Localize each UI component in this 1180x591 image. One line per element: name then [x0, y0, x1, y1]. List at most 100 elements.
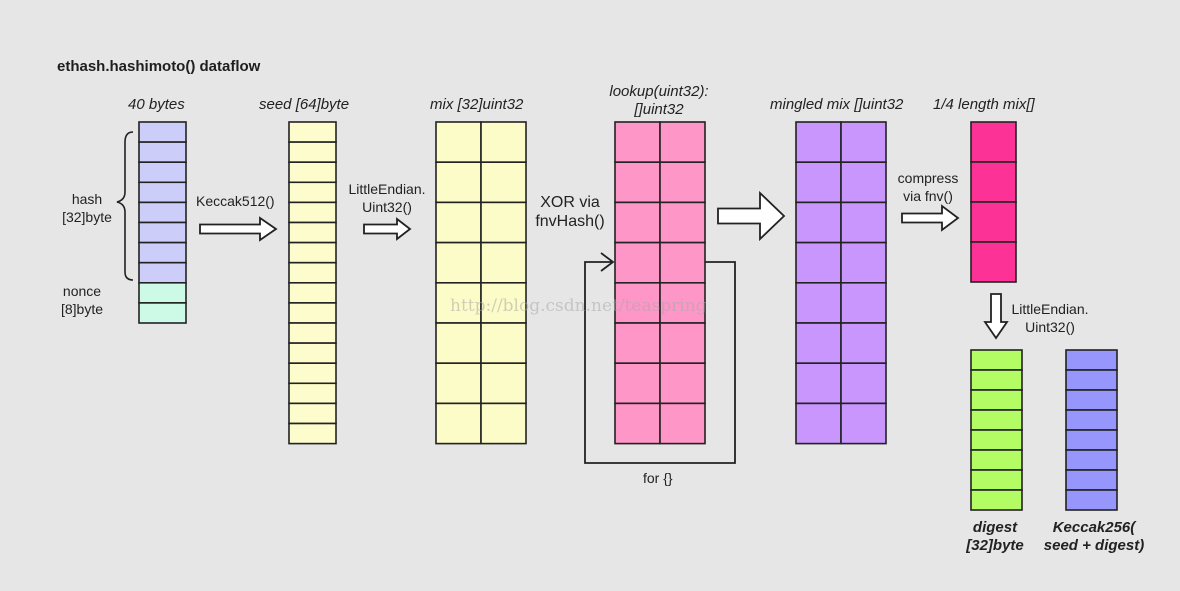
header-seed: seed [64]byte — [259, 96, 350, 113]
mingled-block-cell — [840, 241, 887, 284]
seed-block-cell — [288, 221, 337, 244]
mingled-block-cell — [795, 362, 842, 405]
hash-label: hash [32]byte — [52, 190, 122, 226]
result-block-cell — [1065, 389, 1118, 411]
mix-block-cell — [435, 241, 482, 284]
mix-block-cell — [480, 362, 527, 405]
mingled-block-cell — [795, 161, 842, 204]
seed-block-cell — [288, 261, 337, 284]
lookup-block-cell — [659, 121, 706, 164]
bytes40-block-cell — [138, 181, 187, 204]
xor-label-line1: XOR via — [540, 194, 600, 211]
mingled-block-cell — [795, 281, 842, 324]
lookup-block-cell — [614, 201, 661, 244]
lookup-block-cell — [614, 121, 661, 164]
for-loop-label: for {} — [643, 470, 673, 486]
seed-block-cell — [288, 322, 337, 344]
mix-block-cell — [480, 322, 527, 365]
mix-block-cell — [480, 241, 527, 284]
digest-block-cell — [970, 489, 1023, 511]
digest-block-cell — [970, 469, 1023, 491]
bytes40-block-cell — [138, 261, 187, 284]
nonce-label-line1: nonce — [62, 283, 102, 299]
bytes40-block-cell — [138, 161, 187, 184]
header-mingled-mix: mingled mix []uint32 — [770, 96, 904, 113]
xor-label-line2: fnvHash() — [535, 213, 605, 230]
bytes40-block-cell — [138, 201, 187, 224]
result-caption-line2: seed + digest) — [1043, 537, 1145, 554]
diagram-title: ethash.hashimoto() dataflow — [57, 58, 261, 75]
mix-block-cell — [480, 201, 527, 244]
mingled-block-cell — [840, 121, 887, 164]
digest-block-cell — [970, 369, 1023, 391]
seed-block-cell — [288, 402, 337, 425]
compress-label-line1: compress — [897, 170, 959, 186]
bytes40-block-cell — [138, 221, 187, 244]
lookup-block-cell — [659, 402, 706, 445]
mingled-block-cell — [840, 362, 887, 405]
compress-label-line2: via fnv() — [903, 188, 953, 204]
nonce-label-line2: [8]byte — [60, 301, 104, 317]
seed-block-cell — [288, 422, 337, 445]
result-block-cell — [1065, 369, 1118, 391]
little-endian-label-1-line1: LittleEndian. — [348, 181, 426, 197]
mix-block-cell — [480, 161, 527, 204]
mingled-block-cell — [795, 402, 842, 445]
seed-block-cell — [288, 382, 337, 405]
seed-block-cell — [288, 241, 337, 264]
digest-block-cell — [970, 449, 1023, 471]
seed-block-cell — [288, 141, 337, 164]
result-block-cell — [1065, 409, 1118, 431]
mingled-block-cell — [840, 201, 887, 244]
compress-label: compress via fnv() — [892, 169, 964, 205]
header-quarter-mix: 1/4 length mix[] — [933, 96, 1035, 113]
digest-block-cell — [970, 429, 1023, 451]
digest-block-cell — [970, 409, 1023, 431]
mingled-block-cell — [840, 161, 887, 204]
result-block-cell — [1065, 489, 1118, 511]
header-lookup-line1: lookup(uint32): — [609, 83, 709, 100]
quarter-mix-block-cell — [970, 201, 1017, 243]
seed-block-cell — [288, 302, 337, 324]
mix-block-cell — [435, 161, 482, 204]
mix-block-cell — [435, 402, 482, 445]
lookup-block-cell — [614, 402, 661, 445]
nonce-label: nonce [8]byte — [50, 282, 114, 318]
lookup-block-cell — [614, 281, 661, 324]
lookup-block-cell — [659, 201, 706, 244]
header-lookup-line2: []uint32 — [634, 101, 684, 118]
mingled-block-cell — [840, 281, 887, 324]
header-mix: mix [32]uint32 — [430, 96, 524, 113]
lookup-block-cell — [614, 322, 661, 365]
bytes40-block-cell — [138, 281, 187, 304]
seed-block-cell — [288, 181, 337, 204]
xor-label: XOR via fnvHash() — [528, 193, 612, 231]
arrow-compress — [901, 204, 960, 232]
digest-caption-line2: [32]byte — [966, 537, 1024, 554]
digest-block-cell — [970, 389, 1023, 411]
seed-block-cell — [288, 201, 337, 224]
for-loop-line — [584, 261, 736, 464]
arrow-little-endian-2 — [983, 293, 1009, 340]
quarter-mix-block-cell — [970, 121, 1017, 163]
result-caption: Keccak256( seed + digest) — [1030, 519, 1158, 555]
for-loop-arrowhead — [600, 252, 615, 272]
lookup-block-cell — [659, 322, 706, 365]
header-40-bytes: 40 bytes — [128, 96, 185, 113]
mix-block-cell — [480, 121, 527, 164]
mix-block-cell — [435, 322, 482, 365]
arrow-little-endian-1 — [363, 217, 412, 241]
quarter-mix-block-cell — [970, 161, 1017, 203]
lookup-block-cell — [614, 161, 661, 204]
little-endian-label-2: LittleEndian. Uint32() — [1005, 300, 1095, 336]
digest-block-cell — [970, 349, 1023, 371]
bytes40-block-cell — [138, 121, 187, 143]
seed-block-cell — [288, 161, 337, 184]
lookup-block-cell — [614, 362, 661, 405]
result-block-cell — [1065, 449, 1118, 471]
arrow-keccak512 — [199, 216, 278, 242]
mix-block-cell — [435, 362, 482, 405]
bytes40-block-cell — [138, 302, 187, 324]
digest-caption-line1: digest — [972, 519, 1018, 536]
